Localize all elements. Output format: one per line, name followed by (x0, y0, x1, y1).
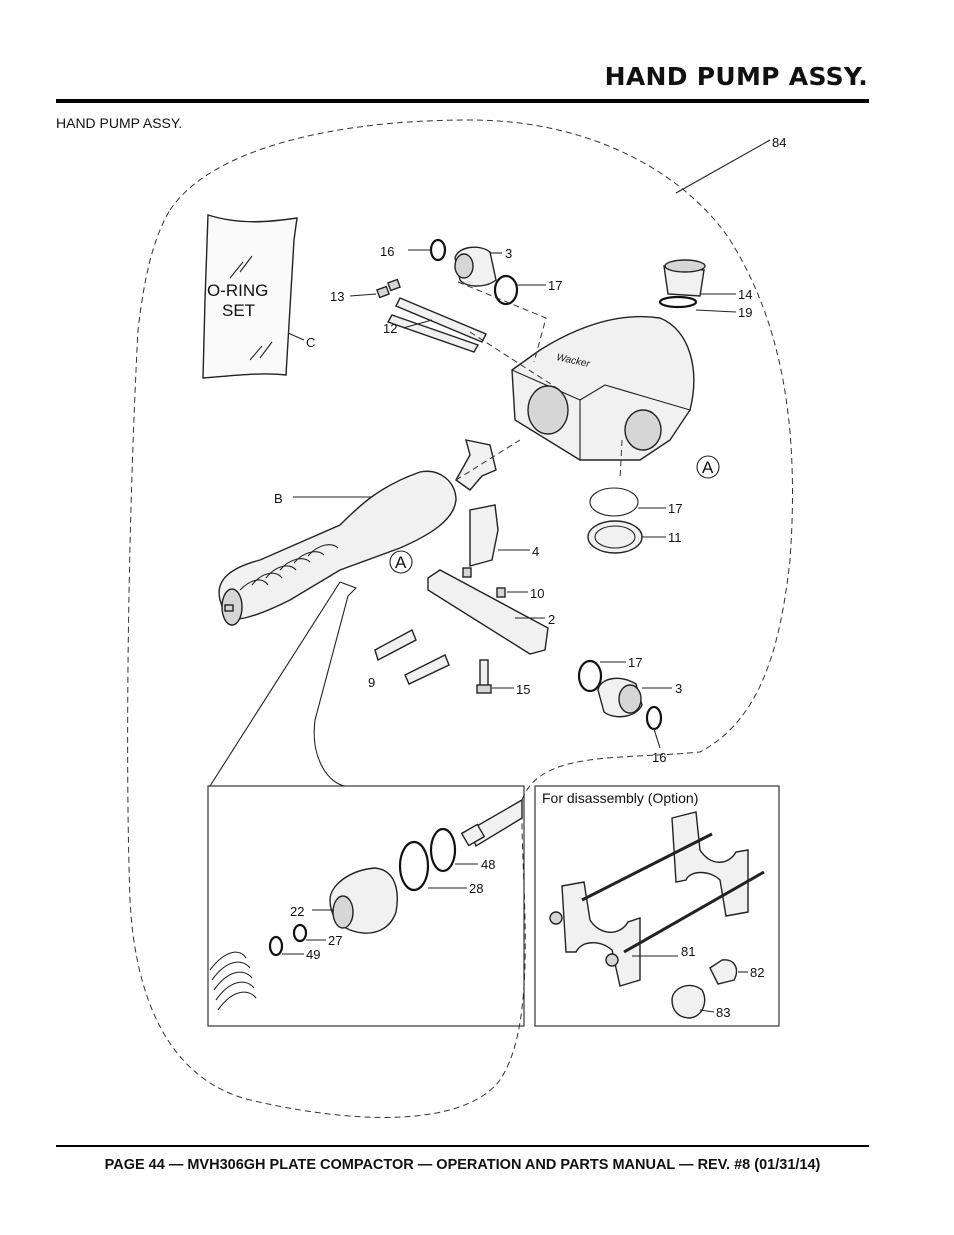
part-16-oring-top (429, 238, 447, 262)
assembly-boundary (127, 119, 793, 1118)
callout-81: 81 (681, 944, 695, 959)
callout-27: 27 (328, 933, 342, 948)
callout-3-low: 3 (675, 681, 682, 696)
part-10-screw (496, 587, 506, 598)
part-9-pin-a (374, 629, 417, 662)
section-label: HAND PUMP ASSY. (56, 115, 183, 131)
part-48-oring (429, 827, 457, 873)
callout-48: 48 (481, 857, 495, 872)
part-82-adapter (709, 959, 738, 985)
callout-17-top: 17 (548, 278, 562, 293)
callout-49: 49 (306, 947, 320, 962)
part-13-screw-a (376, 285, 390, 299)
page-footer: PAGE 44 — MVH306GH PLATE COMPACTOR — OPE… (104, 1157, 821, 1173)
callout-A-2: A (395, 553, 407, 572)
callout-83: 83 (716, 1005, 730, 1020)
callout-A-circle-1 (696, 455, 720, 479)
oring-set-line1: O-RING (207, 281, 268, 300)
callout-3-top: 3 (505, 246, 512, 261)
callout-15: 15 (516, 682, 530, 697)
part-17-oring-mid (589, 487, 639, 517)
detail-arrow (209, 581, 520, 787)
callout-16-top: 16 (380, 244, 394, 259)
part-83-cap (671, 984, 706, 1019)
callout-19: 19 (738, 305, 752, 320)
option-box-title: For disassembly (Option) (542, 790, 698, 806)
part-2-shaft (427, 569, 549, 655)
header-rule (56, 99, 869, 103)
part-81-rod-a (581, 832, 713, 902)
callout-10: 10 (530, 586, 544, 601)
part-4-bracket (469, 504, 499, 567)
callout-4: 4 (532, 544, 539, 559)
callout-17-mid: 17 (668, 501, 682, 516)
oring-set-bag (202, 214, 298, 379)
part-9-pin-b (404, 654, 450, 685)
callout-B: B (274, 491, 283, 506)
part-B-yoke (455, 439, 497, 491)
detail-spring (209, 951, 257, 1011)
callout-13: 13 (330, 289, 344, 304)
callout-12: 12 (383, 321, 397, 336)
callout-28: 28 (469, 881, 483, 896)
part-16-oring-low (645, 705, 663, 731)
callout-line-84 (675, 139, 771, 194)
part-81-frame-front (561, 881, 641, 987)
callout-2: 2 (548, 612, 555, 627)
part-81-rod-b (623, 870, 765, 954)
part-81-frame-back (671, 811, 749, 917)
part-17-oring-top (493, 274, 519, 306)
callout-A-1: A (702, 458, 714, 477)
part-17-oring-low (577, 659, 603, 693)
part-B-piston (218, 470, 457, 620)
callout-11: 11 (668, 530, 682, 545)
oring-set-line2: SET (222, 301, 255, 320)
callout-line-C (287, 332, 305, 341)
part-12-pin-b (386, 314, 480, 353)
detail-box (207, 785, 525, 1027)
part-28-oring (398, 840, 430, 892)
callout-82: 82 (750, 965, 764, 980)
callout-9: 9 (368, 675, 375, 690)
part-49-oring (268, 935, 284, 957)
footer-rule (56, 1145, 869, 1147)
callout-A-circle-2 (389, 550, 413, 574)
page-title: HAND PUMP ASSY. (604, 62, 868, 91)
callout-C: C (306, 335, 315, 350)
callout-22: 22 (290, 904, 304, 919)
callout-16-low: 16 (652, 750, 666, 765)
option-box (534, 785, 780, 1027)
callout-17-low: 17 (628, 655, 642, 670)
part-19-oring (658, 295, 698, 309)
part-27-oring (292, 923, 308, 943)
part-12-pin-a (395, 297, 487, 343)
callout-14: 14 (738, 287, 752, 302)
callout-84: 84 (772, 135, 786, 150)
part-13-screw-b (387, 278, 401, 292)
